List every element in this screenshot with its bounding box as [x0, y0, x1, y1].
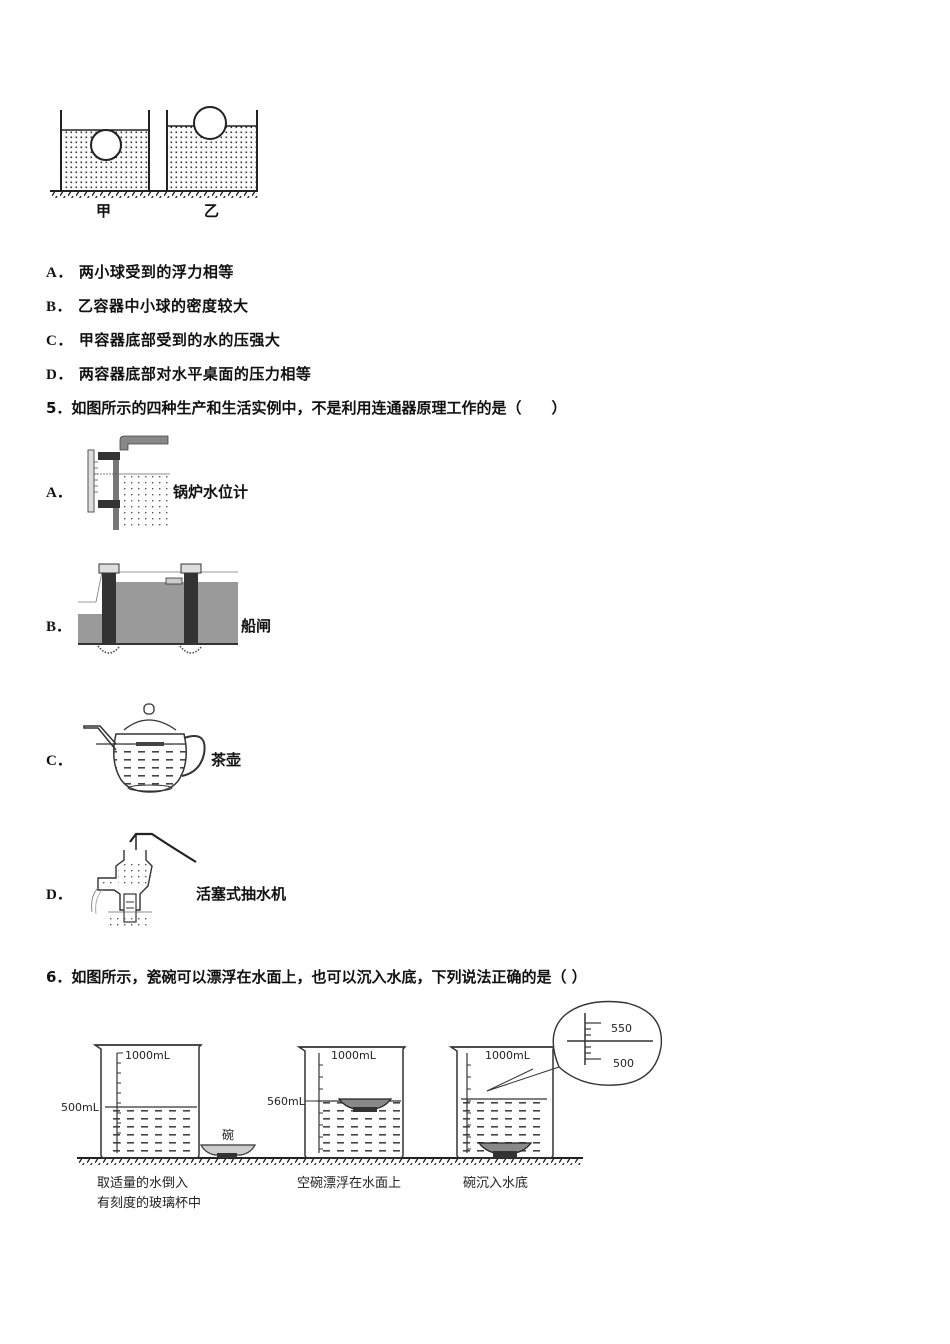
option-text: 甲容器底部受到的水的压强大	[78, 331, 281, 349]
piston-pump-icon	[80, 832, 200, 928]
q5-option-a-letter[interactable]: A．	[46, 485, 72, 501]
option-letter: A．	[46, 265, 73, 281]
beaker1-level-mark: 500mL	[61, 1101, 100, 1114]
bowl-label: 碗	[222, 1127, 234, 1142]
beaker3-caption: 碗沉入水底	[463, 1176, 529, 1191]
q5-option-c-label: 茶壶	[211, 751, 242, 769]
beaker2-caption: 空碗漂浮在水面上	[297, 1176, 402, 1191]
teapot-icon	[80, 700, 210, 800]
zoom-upper-mark: 550	[611, 1022, 632, 1035]
zoom-lower-mark: 500	[613, 1057, 634, 1070]
container-label-jia: 甲	[96, 202, 112, 220]
two-containers-diagram	[50, 106, 258, 198]
q5-option-a-label: 锅炉水位计	[173, 483, 249, 501]
q6-figure: 1000mL 500mL 碗 1000mL 560mL	[55, 995, 675, 1215]
q4-option-b[interactable]: B． 乙容器中小球的密度较大	[46, 295, 249, 316]
beaker1-caption-line2: 有刻度的玻璃杯中	[97, 1196, 202, 1211]
option-text: 乙容器中小球的密度较大	[78, 297, 249, 315]
q4-option-c[interactable]: C． 甲容器底部受到的水的压强大	[46, 329, 280, 350]
beaker1-caption-line1: 取适量的水倒入	[97, 1176, 189, 1191]
q4-figure: 甲 乙	[44, 100, 264, 225]
q5-option-c-letter[interactable]: C．	[46, 753, 72, 769]
question-5-stem: 5．如图所示的四种生产和生活实例中，不是利用连通器原理工作的是（ ）	[46, 399, 567, 417]
beaker3-top-mark: 1000mL	[485, 1049, 531, 1062]
container-label-yi: 乙	[204, 202, 220, 220]
option-text: 两容器底部对水平桌面的压力相等	[78, 365, 312, 383]
option-letter: D．	[46, 367, 73, 383]
boiler-water-gauge-icon	[80, 432, 175, 532]
option-letter: B．	[46, 299, 73, 315]
q4-option-a[interactable]: A． 两小球受到的浮力相等	[46, 261, 234, 282]
beaker2-top-mark: 1000mL	[331, 1049, 377, 1062]
beakers-diagram: 1000mL 500mL 碗 1000mL 560mL	[61, 1000, 663, 1165]
question-6-stem: 6．如图所示，瓷碗可以漂浮在水面上，也可以沉入水底，下列说法正确的是（ ）	[46, 968, 587, 986]
option-letter: C．	[46, 333, 73, 349]
beaker1-top-mark: 1000mL	[125, 1049, 171, 1062]
option-text: 两小球受到的浮力相等	[78, 263, 234, 281]
q4-option-d[interactable]: D． 两容器底部对水平桌面的压力相等	[46, 363, 311, 384]
beaker2-level-mark: 560mL	[267, 1095, 306, 1108]
q5-option-d-letter[interactable]: D．	[46, 887, 72, 903]
q5-option-d-label: 活塞式抽水机	[196, 885, 287, 903]
ship-lock-icon	[78, 562, 238, 660]
q5-option-b-label: 船闸	[241, 617, 272, 635]
q5-option-b-letter[interactable]: B．	[46, 619, 72, 635]
